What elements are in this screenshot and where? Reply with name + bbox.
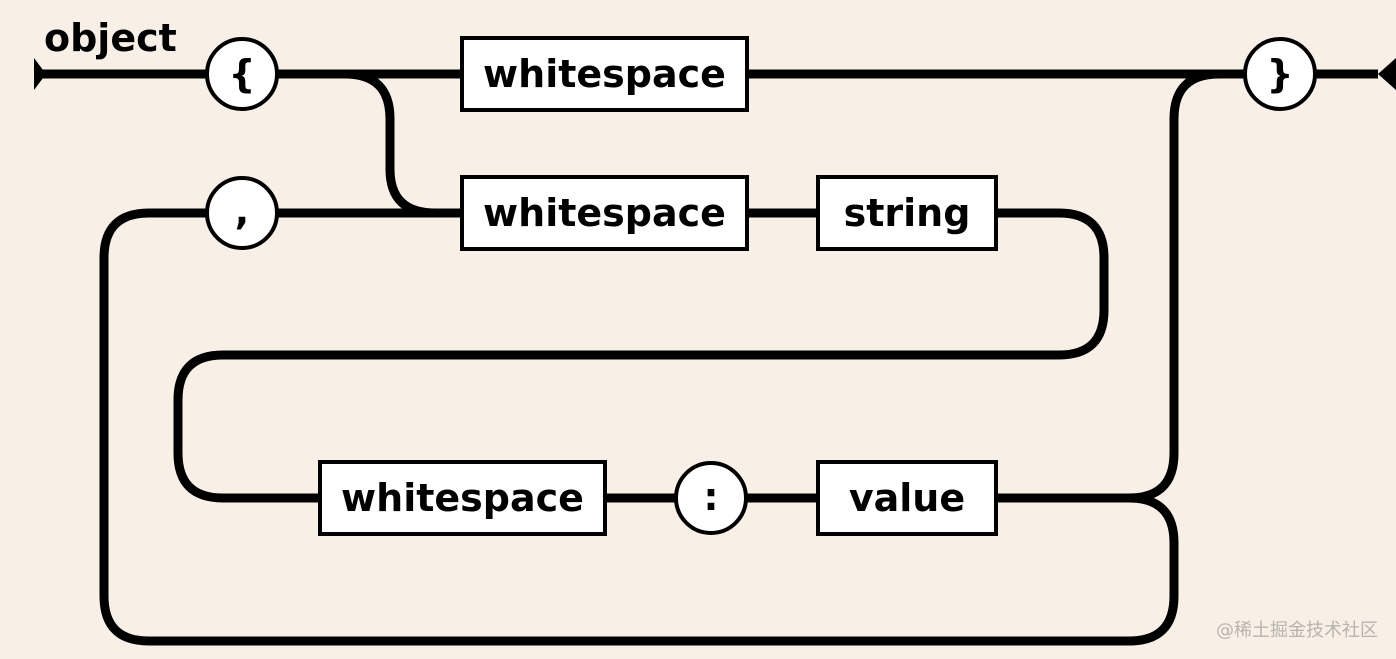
close-brace-label: } — [1266, 52, 1293, 96]
entry-arrow-marker — [34, 58, 46, 90]
whitespace-box-middle: whitespace — [460, 175, 749, 251]
diagram-tracks — [40, 69, 1378, 646]
track-value-to-exit — [996, 69, 1220, 503]
colon-node: : — [674, 461, 748, 535]
close-brace-node: } — [1243, 37, 1317, 111]
diagram-title: object — [44, 16, 177, 60]
whitespace-box-middle-label: whitespace — [483, 191, 726, 235]
comma-node: , — [205, 176, 279, 250]
whitespace-box-lower: whitespace — [318, 460, 607, 536]
track-string-to-lower-row — [173, 208, 1109, 503]
value-box-label: value — [849, 476, 965, 520]
comma-label: , — [235, 189, 249, 233]
track-value-loop-back — [99, 208, 1179, 646]
watermark-text: @稀土掘金技术社区 — [1216, 620, 1378, 641]
value-box: value — [816, 460, 998, 536]
colon-label: : — [703, 475, 718, 519]
whitespace-box-lower-label: whitespace — [341, 476, 584, 520]
track-branch-to-members — [344, 69, 462, 218]
string-box-label: string — [844, 191, 971, 235]
whitespace-box-top: whitespace — [460, 36, 749, 112]
open-brace-node: { — [205, 37, 279, 111]
string-box: string — [816, 175, 998, 251]
whitespace-box-top-label: whitespace — [483, 52, 726, 96]
exit-arrow-marker — [1378, 58, 1396, 90]
open-brace-label: { — [228, 52, 255, 96]
